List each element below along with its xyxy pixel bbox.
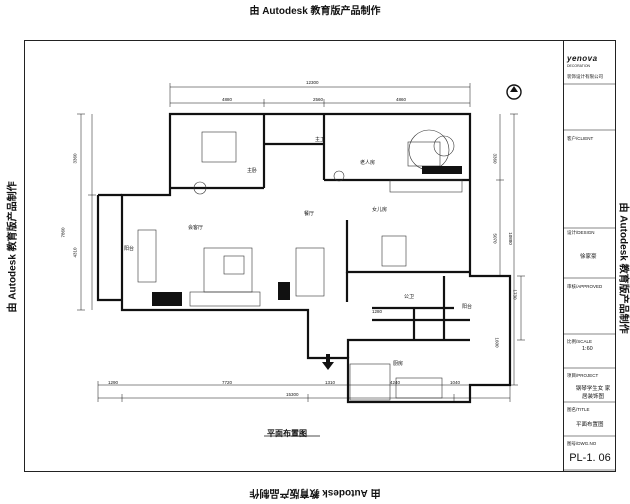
company-line: 装饰设计有限公司	[567, 74, 603, 79]
room-label-balcony-east: 阳台	[462, 304, 473, 310]
scale-value: 1:60	[582, 346, 593, 352]
dim-right-a: 3360	[492, 153, 498, 164]
entry-arrow-icon	[322, 354, 334, 370]
room-label-living-dining: 会客厅	[188, 225, 204, 231]
designer-value: 徐家豪	[580, 254, 597, 260]
dim-top-c: 4860	[396, 97, 407, 102]
room-label-balcony-west: 阳台	[124, 246, 135, 252]
dim-right-e: 1600	[494, 337, 500, 348]
title-block-grid	[563, 83, 616, 471]
design-label: 设计/DESIGN	[567, 230, 595, 235]
dim-bottom-d: 4240	[390, 380, 401, 385]
company-logo: yenova	[567, 54, 598, 63]
dim-bottom-c: 1310	[325, 380, 336, 385]
room-label-master-bedroom: 主卧	[247, 168, 258, 174]
dim-top-a: 4880	[222, 97, 233, 102]
watermark-left: 由 Autodesk 教育版产品制作	[7, 181, 19, 313]
dim-left-c: 4310	[72, 247, 78, 258]
approved-label: 审核/APPROVED	[567, 284, 603, 289]
client-label: 客户/CLIENT	[567, 136, 594, 141]
dwg-label: 图号/DWG.NO	[567, 441, 597, 446]
watermark-top: 由 Autodesk 教育版产品制作	[249, 6, 381, 17]
title-value: 平面布置图	[576, 422, 604, 428]
title-block	[563, 40, 616, 472]
floor-plan	[77, 83, 525, 437]
dim-bottom-total: 15300	[286, 392, 299, 397]
dim-bottom-b: 7720	[222, 380, 233, 385]
watermark-right: 由 Autodesk 教育版产品制作	[617, 202, 629, 334]
dim-top-b: 2560	[313, 97, 324, 102]
dim-left-a: 3360	[72, 153, 78, 164]
dim-left-b: 7860	[60, 227, 66, 238]
room-label-bath: 公卫	[404, 294, 415, 300]
room-label-kitchen: 厨房	[393, 361, 404, 367]
dim-kitchen: 1280	[372, 309, 383, 314]
drawing-title: 平面布置图	[267, 429, 307, 438]
company-logo-sub: DECORATION	[567, 64, 591, 68]
room-label-daughter-room: 女儿房	[372, 207, 388, 213]
scale-label: 比例/SCALE	[567, 339, 593, 344]
dim-right-b: 5070	[492, 233, 498, 244]
dim-bottom-e: 1040	[450, 380, 461, 385]
room-label-dining: 餐厅	[304, 211, 315, 217]
dim-bottom-a: 1290	[108, 380, 119, 385]
project-label: 项目/PROJECT	[567, 373, 599, 378]
drawing-sheet-frame	[24, 40, 616, 472]
room-label-elder-room: 老人房	[360, 160, 376, 166]
north-arrow-icon	[506, 84, 522, 100]
sheet-number: PL-1. 06	[569, 452, 611, 464]
dim-right-c: 10880	[507, 232, 513, 245]
watermark-bottom: 由 Autodesk 教育版产品制作	[249, 487, 381, 498]
title-label: 图名/TITLE	[567, 407, 590, 412]
dim-right-d: 1730	[512, 289, 518, 300]
room-label-master-bath: 主卫	[315, 137, 326, 143]
project-value: 钢琴学生女 家居装饰图	[575, 386, 611, 400]
dim-top-total: 12300	[306, 80, 319, 85]
